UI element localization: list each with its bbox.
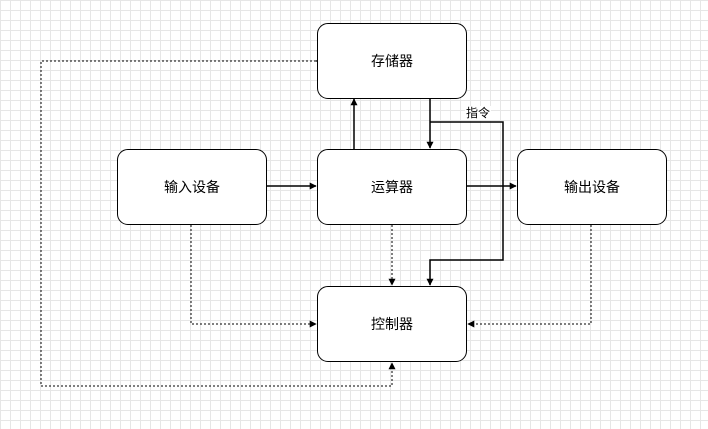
edge-memory-control-dotted-loop	[40, 57, 396, 387]
node-controller-label: 控制器	[371, 317, 413, 333]
edge-input-control-dotted	[187, 218, 317, 328]
node-memory[interactable]: 存储器	[317, 23, 467, 99]
node-input-device-label: 输入设备	[164, 180, 220, 196]
node-memory-label: 存储器	[371, 54, 413, 70]
node-controller[interactable]: 控制器	[317, 286, 467, 362]
edge-output-control-dotted	[467, 218, 595, 328]
node-input-device[interactable]: 输入设备	[117, 149, 267, 225]
node-alu-label: 运算器	[371, 180, 413, 196]
node-output-device[interactable]: 输出设备	[517, 149, 667, 225]
edge-label-instruction: 指令	[465, 106, 492, 120]
node-output-device-label: 输出设备	[564, 180, 620, 196]
node-alu[interactable]: 运算器	[317, 149, 467, 225]
